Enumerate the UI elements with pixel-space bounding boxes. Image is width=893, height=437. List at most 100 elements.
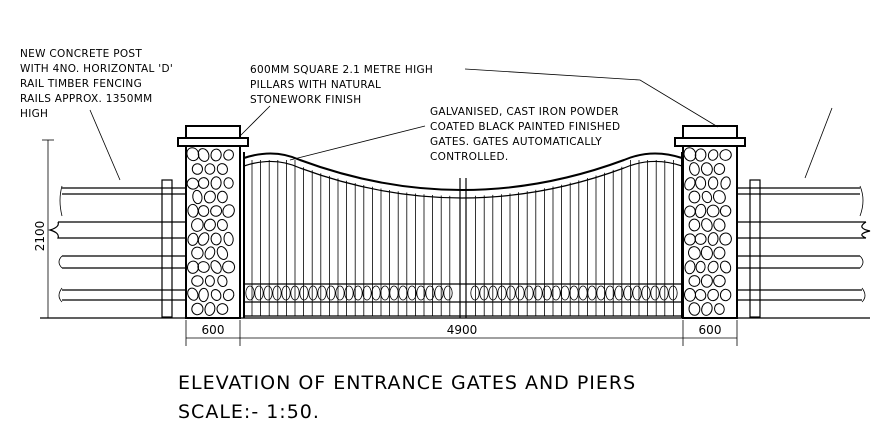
gate-ring <box>569 285 579 301</box>
leader-lines <box>89 68 833 181</box>
pier-stone <box>197 177 210 189</box>
pier-stone <box>700 245 713 261</box>
gate-ring <box>425 285 435 301</box>
pier-stone <box>191 302 204 316</box>
gate-ring <box>659 285 669 301</box>
gate-note-line-3: GATES. GATES AUTOMATICALLY <box>430 136 602 148</box>
pier-stone <box>688 190 701 204</box>
right-rail-ends <box>859 185 866 303</box>
pier-stone <box>688 302 701 316</box>
gate-note-line-4: CONTROLLED. <box>430 151 508 163</box>
gate-top-rail <box>243 152 683 191</box>
gate-ring <box>533 285 543 301</box>
gate-ring <box>380 285 390 301</box>
gate-ring <box>254 285 264 301</box>
gate-ring <box>488 285 498 301</box>
pillar-note-line-2: PILLARS WITH NATURAL <box>250 79 381 91</box>
gate-ring <box>668 285 678 301</box>
fence-note-line-5: HIGH <box>20 108 48 120</box>
pier-stone <box>684 205 696 218</box>
pier-stone <box>203 190 216 204</box>
gate-top-rail-inner <box>243 160 683 199</box>
drawing-title: ELEVATION OF ENTRANCE GATES AND PIERS <box>178 372 636 394</box>
pier-stone <box>719 205 732 217</box>
pillar-note-line-1: 600MM SQUARE 2.1 METRE HIGH <box>250 64 433 76</box>
pier-stone <box>701 218 713 232</box>
gate-ring <box>389 285 399 301</box>
pier-stone <box>186 260 199 274</box>
pier-stone <box>210 176 222 190</box>
gate-ring <box>641 285 651 301</box>
pier-stone <box>191 246 204 260</box>
right-pier-cap <box>674 137 746 147</box>
gate-ring <box>479 285 489 301</box>
pier-stone <box>222 204 235 218</box>
pier-stone <box>191 163 203 175</box>
pier-stone <box>694 289 707 301</box>
fence-leader <box>89 109 121 181</box>
pier-stone <box>216 303 229 315</box>
pillar-note-line-3: STONEWORK FINISH <box>250 94 361 106</box>
pier-stone <box>707 232 719 246</box>
left-rail-1 <box>62 187 186 195</box>
pier-stone <box>187 203 199 218</box>
pier-stone <box>198 287 209 303</box>
gate-ring <box>524 285 534 301</box>
gate-note-line-2: COATED BLACK PAINTED FINISHED <box>430 121 620 133</box>
pier-stone <box>222 260 236 274</box>
pier-stone <box>684 177 696 191</box>
right-pier-stonework <box>683 147 732 316</box>
fence-note-line-4: RAILS APPROX. 1350MM <box>20 93 152 105</box>
pier-stone <box>706 204 720 218</box>
pier-stone <box>707 176 719 190</box>
gate-ring <box>515 285 525 301</box>
pier-stone <box>210 148 222 162</box>
fence-note-line-1: NEW CONCRETE POST <box>20 48 142 60</box>
gate-ring <box>371 285 381 301</box>
fence-note-line-2: WITH 4NO. HORIZONTAL 'D' <box>20 63 173 75</box>
pier-stone <box>700 274 713 288</box>
pier-stone <box>701 190 713 204</box>
pier-stone <box>223 149 234 161</box>
pier-stone <box>695 176 707 190</box>
gate-ring-band <box>245 285 678 301</box>
gate-ring <box>308 285 318 301</box>
pier-stone <box>712 190 726 204</box>
right-fence-post <box>749 179 761 318</box>
pier-stone <box>223 177 234 189</box>
pier-stone <box>714 303 725 315</box>
right-rail-2 <box>738 221 871 239</box>
gate-ring <box>263 285 273 301</box>
gate-ring <box>632 285 642 301</box>
gate-dim-label: 4900 <box>447 323 478 337</box>
pier-stone <box>191 218 204 232</box>
gate-ring <box>650 285 660 301</box>
height-dimension: 2100 <box>33 139 56 319</box>
pier-stone <box>684 233 696 246</box>
gates <box>243 152 683 318</box>
pier-stone <box>204 246 216 260</box>
right-fence <box>738 179 871 318</box>
right-pier-dim-label: 600 <box>699 323 722 337</box>
pier-stone <box>187 287 199 301</box>
pier-stone <box>197 205 210 217</box>
gate-ring <box>398 285 408 301</box>
gate-ring <box>344 285 354 301</box>
pier-stone <box>688 246 701 260</box>
right-rail-1 <box>738 187 860 195</box>
pier-stone <box>719 149 732 161</box>
pier-stone <box>197 232 210 246</box>
gate-leader <box>289 125 426 161</box>
pier-stone <box>210 205 223 217</box>
pier-stone <box>720 176 731 190</box>
left-rail-4 <box>62 289 186 301</box>
left-pier-stonework <box>186 147 236 316</box>
gate-ring <box>542 285 552 301</box>
pier-stone <box>210 232 222 246</box>
gate-ring <box>605 285 615 301</box>
pier-stone <box>217 275 228 287</box>
pier-stone <box>713 246 726 260</box>
gate-ring <box>326 285 336 301</box>
gate-ring <box>614 285 624 301</box>
